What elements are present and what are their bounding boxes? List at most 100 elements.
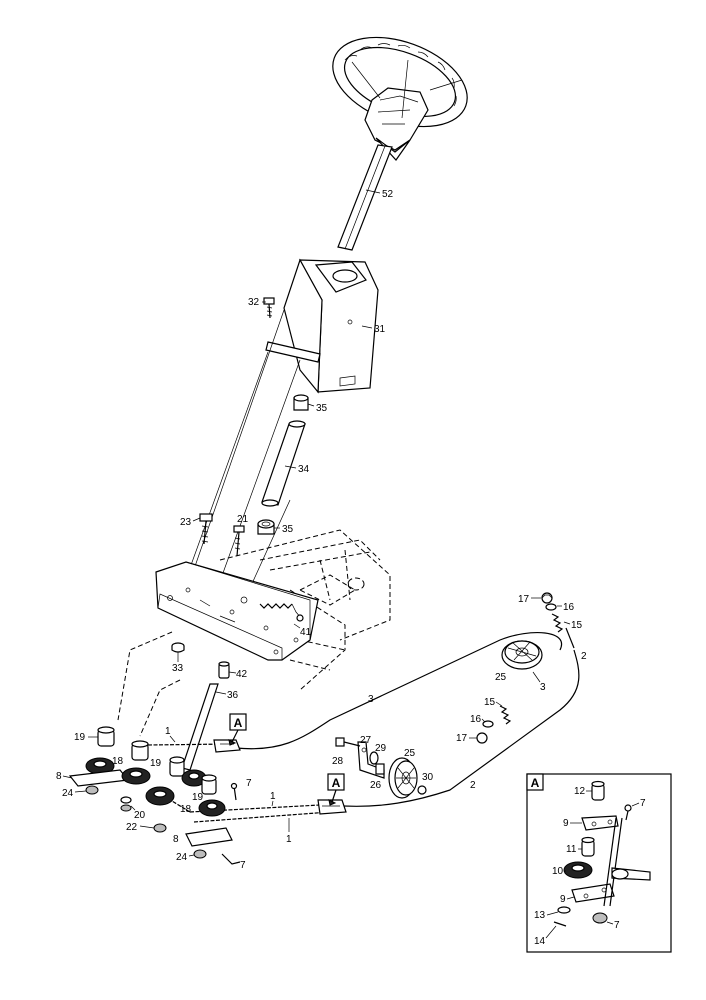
detail-cotter-7-top (624, 804, 632, 821)
label-25-lower: 25 (404, 748, 416, 759)
label-7-upper: 7 (246, 778, 252, 789)
detail-bushing-11 (581, 836, 595, 857)
label-27: 27 (360, 735, 372, 746)
washer-33 (171, 642, 185, 653)
callout-a-upper-letter: A (234, 716, 243, 730)
label-3-right: 3 (540, 682, 546, 693)
label-52: 52 (382, 189, 394, 200)
callout-a-lower: A (327, 773, 345, 806)
label-16-lower: 16 (470, 714, 482, 725)
tube-34 (261, 420, 306, 507)
label-35-lower: 35 (282, 524, 294, 535)
label-23: 23 (180, 517, 192, 528)
label-19-left: 19 (74, 732, 86, 743)
nut-24-left (85, 785, 99, 795)
label-8-left: 8 (56, 771, 62, 782)
bushing-35-upper (293, 394, 309, 411)
detail-sprocket-10 (563, 861, 593, 879)
cable-clamp-lower (317, 799, 347, 815)
callout-a-lower-letter: A (332, 776, 341, 790)
label-17-lower: 17 (456, 733, 468, 744)
label-16-upper: 16 (563, 602, 575, 613)
bushing-35-lower (257, 519, 275, 535)
steering-wheel (332, 36, 468, 161)
label-15-upper: 15 (571, 620, 583, 631)
sprocket-right (198, 799, 226, 817)
label-20: 20 (134, 810, 146, 821)
bolt-32 (263, 297, 275, 319)
pulley-25-lower (388, 757, 418, 799)
sprocket-mid (121, 767, 151, 785)
detail-pin-14 (553, 921, 567, 927)
bushing-19-mid (131, 740, 149, 761)
detail-nut-7-bottom (592, 912, 608, 924)
label-33: 33 (172, 663, 184, 674)
sprocket-left (85, 757, 115, 775)
label-25-upper: 25 (495, 672, 507, 683)
label-24-right: 24 (176, 852, 188, 863)
detail-label-13: 13 (534, 910, 546, 921)
callout-a-upper: A (228, 713, 247, 746)
cable-end-lower (476, 705, 512, 744)
label-2-upper: 2 (581, 651, 587, 662)
bushing-19-left (97, 726, 115, 747)
washer-20 (120, 796, 132, 812)
detail-label-14: 14 (534, 936, 546, 947)
label-1-middle: 1 (270, 791, 276, 802)
label-41: 41 (300, 627, 312, 638)
steering-plate (155, 561, 319, 661)
label-1-upper: 1 (165, 726, 171, 737)
detail-label-12: 12 (574, 786, 586, 797)
detail-label-7-top: 7 (640, 798, 646, 809)
chain-1-lower (193, 811, 331, 823)
label-42: 42 (236, 669, 248, 680)
label-3-left: 3 (368, 694, 374, 705)
detail-label-10: 10 (552, 866, 564, 877)
label-2-lower: 2 (470, 780, 476, 791)
detail-cable-arm (603, 817, 651, 907)
label-32: 32 (248, 297, 260, 308)
bolt-23 (199, 513, 213, 545)
label-1-lower: 1 (286, 834, 292, 845)
steering-shaft-52 (337, 144, 393, 251)
label-22: 22 (126, 822, 138, 833)
plate-8-right (185, 827, 233, 847)
label-28: 28 (332, 756, 344, 767)
nut-22 (153, 823, 167, 833)
label-8-right: 8 (173, 834, 179, 845)
cotter-pin-7-upper (230, 782, 238, 801)
detail-a-letter: A (531, 776, 540, 790)
label-15-lower: 15 (484, 697, 496, 708)
label-29: 29 (375, 743, 387, 754)
label-19-mid: 19 (150, 758, 162, 769)
label-35-upper: 35 (316, 403, 328, 414)
label-36: 36 (227, 690, 239, 701)
label-24-left: 24 (62, 788, 74, 799)
pin-36 (181, 683, 219, 771)
dashed-connectors (117, 631, 181, 737)
detail-washer-13 (557, 906, 571, 914)
cable-clamp-upper (213, 739, 241, 753)
spacer-26 (375, 763, 385, 775)
cable-2 (329, 627, 580, 807)
part-labels: 52 32 31 35 34 35 23 21 41 33 42 36 17 1… (56, 189, 646, 947)
bushing-42 (218, 661, 230, 679)
bushing-19-center (169, 756, 185, 777)
spring-41 (259, 603, 304, 622)
nut-30 (417, 785, 427, 795)
chain-1-middle (189, 804, 321, 813)
plate-8-left (68, 769, 130, 787)
nut-24-right (193, 849, 207, 859)
detail-a-inset: A (526, 773, 672, 953)
detail-link-9-top (581, 815, 619, 831)
cable-3 (235, 631, 563, 750)
detail-pin-12 (591, 780, 605, 801)
detail-link-9-bottom (571, 883, 615, 903)
column-bracket-31 (265, 258, 379, 394)
label-34: 34 (298, 464, 310, 475)
bushing-19-right (201, 774, 217, 795)
sprocket-18-center (145, 786, 175, 806)
cotter-pin-7-lower (221, 853, 241, 865)
label-19-right: 19 (192, 792, 204, 803)
